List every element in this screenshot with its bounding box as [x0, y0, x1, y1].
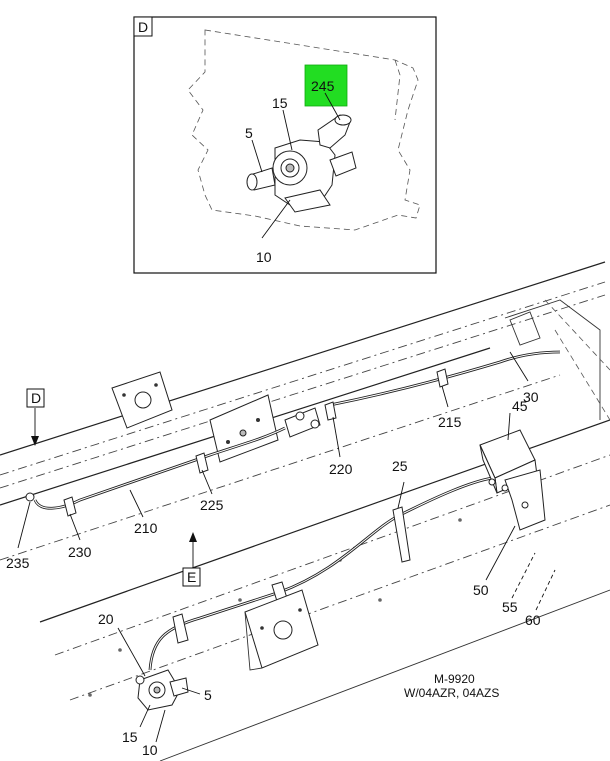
detail-rail-edge — [394, 59, 401, 121]
view-marker-e: E — [187, 569, 196, 585]
callout-60: 60 — [525, 612, 541, 628]
clip-215 — [436, 368, 449, 388]
figure-number: M-9920 — [434, 672, 475, 686]
callout-15-detail: 15 — [272, 95, 288, 111]
callout-15: 15 — [122, 729, 138, 745]
clip-230 — [63, 496, 77, 517]
upper-rail-top — [0, 261, 606, 456]
callout-30: 30 — [523, 389, 539, 405]
air-lines — [25, 350, 561, 671]
tee-fitting — [284, 407, 321, 438]
leader-lines — [17, 351, 556, 743]
detail-rail-outline — [187, 29, 421, 231]
lower-mount-plate — [244, 589, 319, 671]
callout-245: 245 — [311, 78, 335, 94]
crossmember-bracket — [509, 311, 541, 346]
clip-220 — [324, 401, 337, 421]
callout-20: 20 — [98, 611, 114, 627]
view-marker-d-box — [26, 388, 45, 408]
callout-25: 25 — [392, 458, 408, 474]
valve-side-fitting — [329, 151, 357, 177]
view-marker-d: D — [31, 390, 41, 406]
callout-45: 45 — [512, 398, 528, 414]
center-mount-bracket — [209, 394, 321, 463]
upper-mount-plate — [111, 371, 173, 429]
callout-215: 215 — [438, 414, 462, 430]
callout-230: 230 — [68, 544, 92, 560]
callout-220: 220 — [329, 461, 353, 477]
detail-valve-assembly — [246, 114, 357, 213]
view-marker-e-box — [182, 567, 201, 587]
line-end-fitting-235 — [25, 492, 35, 502]
callout-55: 55 — [502, 599, 518, 615]
junction-box-45 — [479, 429, 546, 531]
callout-210: 210 — [134, 520, 158, 536]
callout-225: 225 — [200, 497, 224, 513]
clip-bracket-25 — [392, 506, 411, 563]
lower-valve-assembly — [135, 669, 189, 711]
callout-10-detail: 10 — [256, 249, 272, 265]
callout-50: 50 — [473, 582, 489, 598]
figure-applicability: W/04AZR, 04AZS — [404, 686, 499, 700]
callout-5: 5 — [204, 687, 212, 703]
callouts: 45 30 215 220 25 225 210 230 235 50 55 6… — [6, 389, 541, 758]
callout-235: 235 — [6, 555, 30, 571]
frame-rails — [0, 261, 610, 761]
valve-base — [284, 189, 331, 213]
callout-10: 10 — [142, 742, 158, 758]
box-bracket — [504, 469, 546, 531]
callout-245-highlight — [304, 64, 348, 107]
detail-view-d: D 245 15 5 10 — [133, 16, 437, 274]
clip-225 — [195, 452, 209, 474]
detail-letter-box — [133, 16, 153, 37]
callout-5-detail: 5 — [245, 125, 253, 141]
detail-letter: D — [138, 19, 148, 35]
clip-lower-left — [172, 613, 189, 644]
